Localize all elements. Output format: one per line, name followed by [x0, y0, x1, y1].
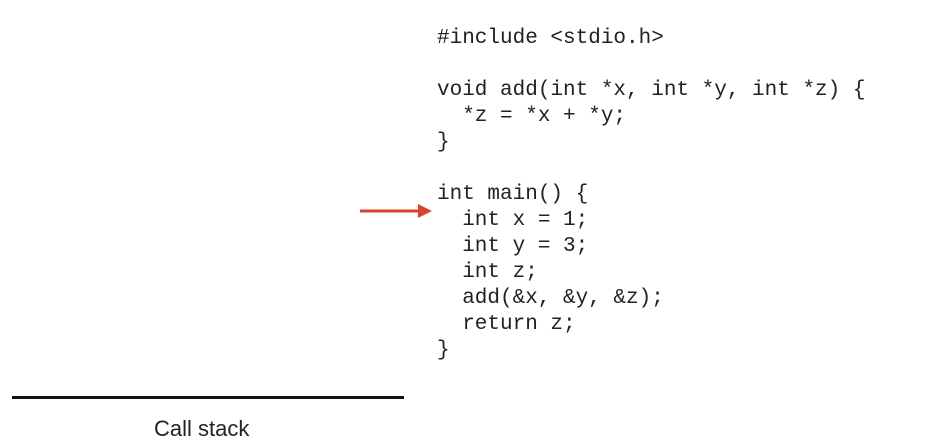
code-line-add-body: *z = *x + *y;: [437, 105, 627, 128]
code-line-blank-1: [437, 52, 865, 78]
call-stack-label: Call stack: [154, 416, 250, 441]
code-line-int-y: int y = 3;: [437, 235, 589, 258]
call-stack-base-line: [12, 396, 404, 399]
code-line-main-signature: int main() {: [437, 183, 589, 206]
code-line-add-call: add(&x, &y, &z);: [437, 287, 664, 310]
code-line-include: #include <stdio.h>: [437, 27, 664, 50]
arrow-head: [418, 204, 432, 218]
code-line-add-close: }: [437, 131, 450, 154]
code-line-blank-2: [437, 156, 865, 182]
code-line-return: return z;: [437, 313, 576, 336]
current-line-arrow-icon: [360, 204, 432, 218]
code-line-add-signature: void add(int *x, int *y, int *z) {: [437, 79, 866, 102]
code-listing: #include <stdio.h> void add(int *x, int *…: [437, 26, 865, 364]
code-line-int-x: int x = 1;: [437, 209, 589, 232]
code-line-main-close: }: [437, 339, 450, 362]
code-line-int-z: int z;: [437, 261, 538, 284]
